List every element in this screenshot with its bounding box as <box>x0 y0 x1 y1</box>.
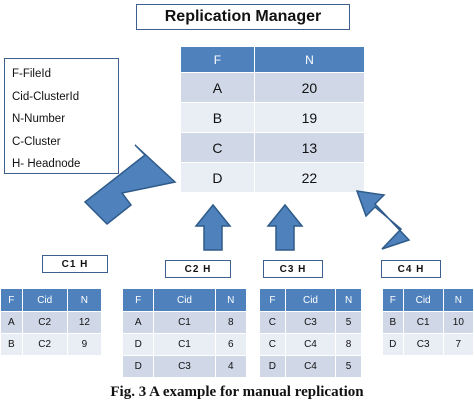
cell-number: 7 <box>442 333 474 356</box>
column-header-f: F <box>121 288 155 312</box>
column-header-cid: Cid <box>402 288 444 312</box>
cell-file: D <box>121 333 155 356</box>
cell-number: 13 <box>253 132 366 163</box>
table-row: A C2 12 <box>0 311 103 334</box>
cluster-table-c1: F Cid N A C2 12 B C2 9 <box>0 288 103 356</box>
cell-cid: C1 <box>402 311 444 334</box>
table-row: C C4 8 <box>259 333 362 356</box>
legend-item-number: N-Number <box>12 113 66 125</box>
cell-number: 8 <box>214 311 248 334</box>
replication-manager-title: Replication Manager <box>136 4 350 30</box>
cell-cid: C3 <box>284 311 337 334</box>
cell-number: 4 <box>214 355 248 378</box>
cell-number: 5 <box>335 311 362 334</box>
cell-file: C <box>180 132 255 163</box>
column-header-n: N <box>335 288 362 312</box>
table-header-row: F Cid N <box>259 288 362 312</box>
cell-cid: C4 <box>284 333 337 356</box>
column-header-f: F <box>0 288 23 312</box>
cell-file: C <box>259 311 286 334</box>
column-header-f: F <box>180 46 255 73</box>
column-header-cid: Cid <box>153 288 216 312</box>
cell-file: B <box>382 311 404 334</box>
cell-file: D <box>382 333 404 356</box>
table-row: D 22 <box>180 162 366 193</box>
cluster-table-c2: F Cid N A C1 8 D C1 6 D C3 4 <box>121 288 248 378</box>
table-row: A C1 8 <box>121 311 248 334</box>
column-header-cid: Cid <box>21 288 68 312</box>
cell-number: 10 <box>442 311 474 334</box>
cell-number: 12 <box>66 311 103 334</box>
cell-file: A <box>121 311 155 334</box>
cell-cid: C3 <box>153 355 216 378</box>
table-row: C C3 5 <box>259 311 362 334</box>
cell-cid: C2 <box>21 311 68 334</box>
table-header-row: F Cid N <box>0 288 103 312</box>
arrow-c3-to-manager <box>266 203 304 251</box>
cell-cid: C4 <box>284 355 337 378</box>
cell-file: D <box>121 355 155 378</box>
table-row: B 19 <box>180 102 366 133</box>
legend-item-clusterid: Cid-ClusterId <box>12 90 80 103</box>
table-header-row: F Cid N <box>382 288 474 312</box>
cell-number: 9 <box>66 333 103 356</box>
cluster-table-c3: F Cid N C C3 5 C C4 8 D C4 5 <box>259 288 362 378</box>
cluster-label-c1: C1 H <box>42 255 108 273</box>
table-row: B C2 9 <box>0 333 103 356</box>
legend-item-headnode: H- Headnode <box>12 158 81 170</box>
column-header-n: N <box>442 288 474 312</box>
arrow-c2-to-manager <box>194 203 232 251</box>
figure-caption: Fig. 3 A example for manual replication <box>110 384 364 400</box>
cell-number: 20 <box>253 72 366 103</box>
column-header-f: F <box>382 288 404 312</box>
arrow-c4-to-manager <box>355 190 411 250</box>
column-header-cid: Cid <box>284 288 337 312</box>
column-header-n: N <box>214 288 248 312</box>
cell-number: 19 <box>253 102 366 133</box>
legend-item-cluster: C-Cluster <box>12 135 61 148</box>
cell-file: B <box>0 333 23 356</box>
cell-cid: C3 <box>402 333 444 356</box>
cluster-label-c3: C3 H <box>263 260 323 278</box>
cell-cid: C1 <box>153 333 216 356</box>
cluster-label-c2: C2 H <box>165 260 231 278</box>
table-row: D C4 5 <box>259 355 362 378</box>
cell-number: 8 <box>335 333 362 356</box>
table-row: C 13 <box>180 132 366 163</box>
cell-file: C <box>259 333 286 356</box>
cell-cid: C2 <box>21 333 68 356</box>
replication-manager-table: F N A 20 B 19 C 13 D 22 <box>180 46 366 193</box>
table-row: D C1 6 <box>121 333 248 356</box>
legend-item-fileid: F-FileId <box>12 68 51 80</box>
arrow-c1-to-manager <box>83 144 177 226</box>
legend-box: F-FileId Cid-ClusterId N-Number C-Cluste… <box>4 58 119 174</box>
cell-number: 22 <box>253 162 366 193</box>
cell-number: 6 <box>214 333 248 356</box>
cluster-table-c4: F Cid N B C1 10 D C3 7 <box>382 288 474 356</box>
column-header-n: N <box>66 288 103 312</box>
cluster-label-c4: C4 H <box>381 260 441 278</box>
table-row: D C3 4 <box>121 355 248 378</box>
cell-file: A <box>0 311 23 334</box>
cell-file: D <box>259 355 286 378</box>
column-header-f: F <box>259 288 286 312</box>
cell-file: B <box>180 102 255 133</box>
cell-cid: C1 <box>153 311 216 334</box>
cell-number: 5 <box>335 355 362 378</box>
table-row: D C3 7 <box>382 333 474 356</box>
table-row: B C1 10 <box>382 311 474 334</box>
table-header-row: F Cid N <box>121 288 248 312</box>
